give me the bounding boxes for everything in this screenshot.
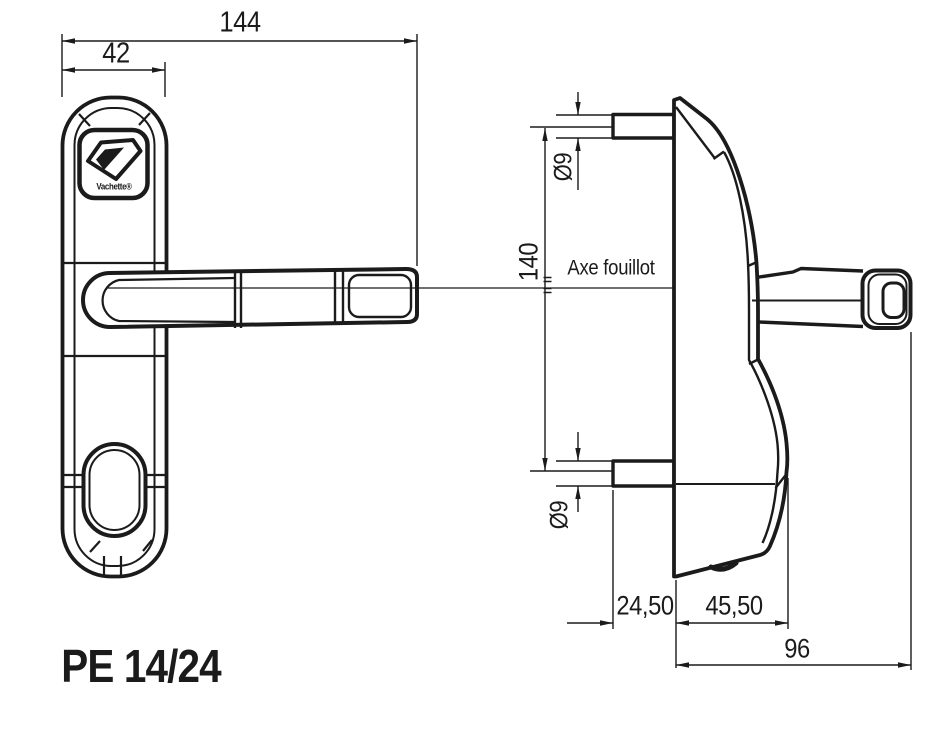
side-view	[611, 96, 913, 579]
dimension-linework	[61, 34, 912, 670]
grip-side-lines	[755, 266, 864, 329]
dimension-lines	[62, 40, 911, 666]
dim-overall-projection-label: 96	[784, 633, 810, 664]
plate-band-ticks	[78, 112, 153, 577]
cover-inner-lines	[675, 106, 780, 544]
cover-outline	[672, 96, 790, 579]
dim-pin-spacing-label: 140	[513, 242, 544, 282]
lever-inner-line	[101, 276, 235, 324]
plate-step-lines	[63, 473, 166, 489]
bottom-fixing-pin	[611, 459, 676, 488]
cylinder-oval-outer	[81, 442, 148, 538]
cylinder-oval-inner	[88, 449, 141, 531]
dim-pin-protrusion-label: 24,50	[616, 590, 674, 621]
grip-end-cap-mid	[867, 273, 908, 325]
cover-bottom-tab	[708, 560, 739, 572]
dim-bottom-pin-diameter-label: Ø9	[545, 500, 574, 530]
top-fixing-pin	[611, 112, 676, 140]
brand-diamond-icon	[86, 138, 143, 181]
dim-overall-width-label: 144	[219, 6, 261, 39]
brand-diamond-facet	[96, 147, 124, 170]
front-view	[60, 95, 419, 579]
lever-grip-inner	[347, 273, 413, 319]
rose-region-lines	[63, 261, 166, 358]
spindle-axis-label: Axe fouillot	[567, 256, 655, 280]
product-code-label: PE 14/24	[61, 640, 221, 692]
dim-cover-projection-label: 45,50	[705, 590, 763, 621]
dim-plate-width-label: 42	[102, 37, 130, 70]
plate-inner-step	[73, 107, 156, 567]
grip-end-cap-inner	[881, 281, 906, 319]
extension-lines	[61, 34, 912, 670]
dim-top-pin-diameter-label: Ø9	[549, 152, 578, 182]
lever-outline	[81, 267, 419, 329]
equality-ticks	[543, 276, 552, 294]
lever-dividers	[233, 270, 345, 328]
cover-joint-ticks	[747, 260, 788, 489]
brand-logo-text: Vachette®	[96, 181, 132, 192]
arrowheads	[62, 38, 911, 668]
